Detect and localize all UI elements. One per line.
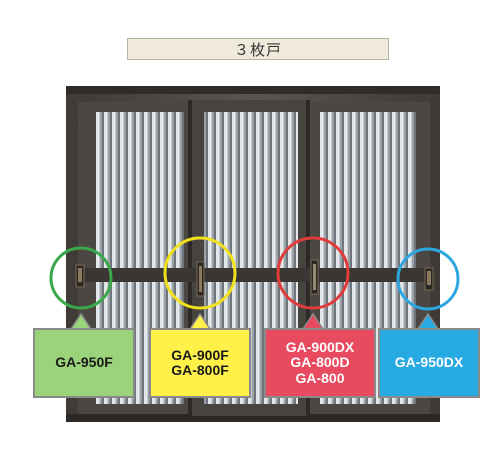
ring-green [49, 246, 113, 310]
title-box: ３枚戸 [127, 38, 389, 60]
callout-red-line-2: GA-800D [290, 354, 350, 371]
callout-green: GA-950F [33, 328, 135, 398]
callout-yellow-line-2: GA-800F [171, 362, 229, 378]
mid-rail [78, 268, 430, 282]
callout-red-line-3: GA-800 [295, 369, 345, 386]
callout-red-line-1: GA-900DX [285, 338, 355, 355]
ring-red [276, 236, 350, 310]
callout-yellow: GA-900F GA-800F [149, 328, 251, 398]
handle-center [196, 261, 205, 297]
callout-green-line-1: GA-950F [55, 354, 113, 371]
title-text: ３枚戸 [233, 40, 282, 59]
ring-yellow [163, 236, 237, 310]
handle-right [424, 267, 434, 291]
callout-red: GA-900DX GA-800D GA-800 [264, 328, 376, 398]
callout-yellow-line-1: GA-900F [171, 346, 229, 363]
callout-blue: GA-950DX [378, 328, 480, 398]
ring-blue [396, 247, 460, 311]
callout-blue-line-1: GA-950DX [394, 354, 464, 371]
handle-left [75, 264, 85, 288]
handle-right-center [310, 259, 319, 295]
